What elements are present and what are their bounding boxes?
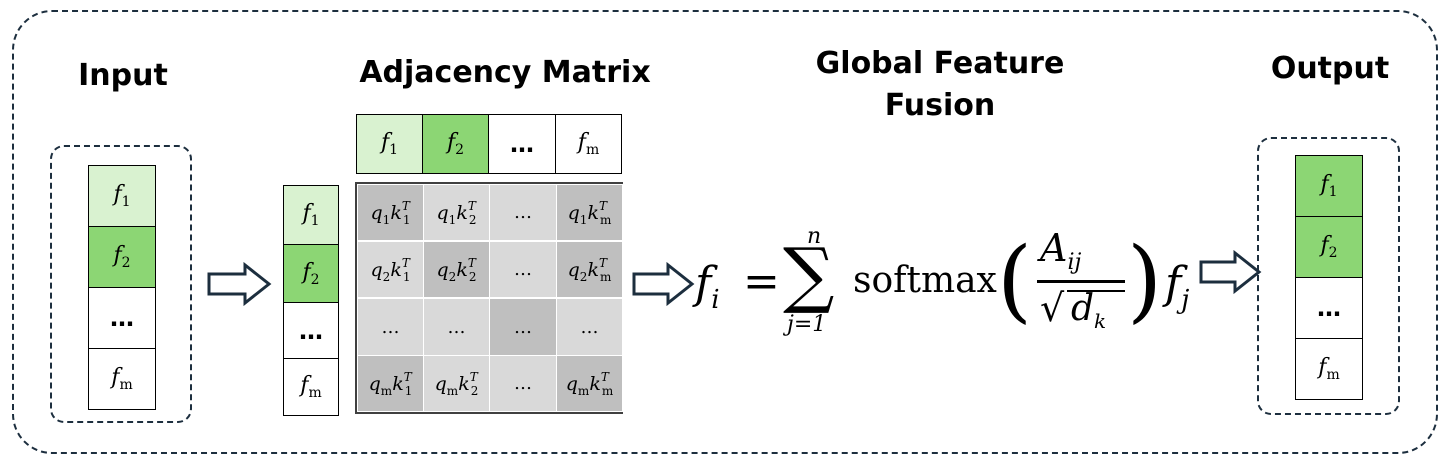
matrix-cell: qmkTm bbox=[556, 355, 623, 412]
formula-denominator: dk bbox=[1071, 288, 1107, 333]
matrix-cell: q1kT2 bbox=[423, 184, 490, 241]
output-feature-fm: fm bbox=[1295, 338, 1363, 400]
matrix-cell: … bbox=[489, 241, 557, 298]
formula-lhs: fi bbox=[695, 258, 720, 315]
output-heading: Output bbox=[1270, 51, 1390, 86]
key-feature-f2: f2 bbox=[283, 244, 339, 303]
formula-equals: = bbox=[743, 256, 780, 307]
right-arrow-icon bbox=[1199, 250, 1262, 294]
adjacency-matrix: q1kT1 q1kT2 … q1kTm q2kT1 q2kT2 … q2kTm … bbox=[355, 182, 623, 414]
query-feature-ellipsis: … bbox=[488, 114, 556, 174]
sqrt-symbol: √ bbox=[1040, 286, 1065, 330]
output-feature-f1: f1 bbox=[1295, 155, 1363, 217]
adjacency-heading: Adjacency Matrix bbox=[359, 55, 651, 90]
sum-upper-limit: n bbox=[807, 224, 822, 249]
right-arrow-icon bbox=[207, 262, 272, 306]
right-arrow-icon bbox=[632, 262, 695, 306]
matrix-cell: … bbox=[489, 298, 557, 356]
left-paren: ( bbox=[997, 228, 1033, 333]
matrix-cell: … bbox=[357, 298, 424, 356]
matrix-cell: qmkT1 bbox=[357, 355, 424, 412]
matrix-cell: q2kTm bbox=[556, 241, 623, 298]
matrix-cell: … bbox=[423, 298, 490, 356]
matrix-cell: q2kT2 bbox=[423, 241, 490, 298]
output-box bbox=[1257, 137, 1400, 415]
output-feature-ellipsis: … bbox=[1295, 277, 1363, 339]
input-feature-ellipsis: … bbox=[88, 287, 156, 349]
formula-numerator: Aij bbox=[1040, 226, 1082, 275]
query-feature-fm: fm bbox=[555, 114, 622, 174]
matrix-cell: qmkT2 bbox=[423, 355, 490, 412]
key-feature-ellipsis: … bbox=[283, 302, 339, 359]
right-paren: ) bbox=[1127, 228, 1163, 333]
input-feature-fm: fm bbox=[88, 348, 156, 410]
output-feature-f2: f2 bbox=[1295, 216, 1363, 278]
input-feature-f2: f2 bbox=[88, 226, 156, 288]
formula-softmax: softmax bbox=[853, 260, 997, 301]
matrix-cell: … bbox=[556, 298, 623, 356]
key-feature-f1: f1 bbox=[283, 185, 339, 245]
outer-frame bbox=[12, 10, 1438, 454]
matrix-cell: … bbox=[489, 184, 557, 241]
input-heading: Input bbox=[78, 58, 168, 93]
fusion-heading: Global Feature Fusion bbox=[815, 46, 1065, 123]
formula-rhs: fj bbox=[1165, 258, 1190, 315]
input-box bbox=[50, 145, 192, 423]
matrix-cell: … bbox=[489, 355, 557, 412]
sum-lower-limit: j=1 bbox=[787, 312, 827, 337]
fusion-formula: fi = n ∑ j=1 softmax ( Aij √ dk ) fj bbox=[695, 220, 1200, 350]
query-feature-f1: f1 bbox=[356, 114, 423, 174]
matrix-cell: q2kT1 bbox=[357, 241, 424, 298]
query-feature-f2: f2 bbox=[422, 114, 489, 174]
matrix-cell: q1kT1 bbox=[357, 184, 424, 241]
matrix-cell: q1kTm bbox=[556, 184, 623, 241]
sqrt-bar bbox=[1067, 290, 1125, 292]
input-feature-f1: f1 bbox=[88, 165, 156, 227]
sum-symbol: ∑ bbox=[783, 232, 835, 316]
fraction-bar bbox=[1037, 280, 1125, 283]
key-feature-fm: fm bbox=[283, 358, 339, 416]
